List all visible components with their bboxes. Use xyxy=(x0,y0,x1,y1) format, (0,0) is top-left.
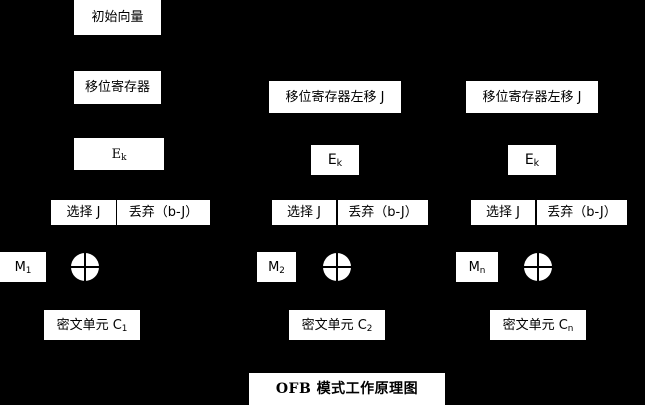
shift-register-label-2: 移位寄存器左移 J xyxy=(285,89,385,105)
discard-box-2: 丢弃（b-J） xyxy=(338,200,428,225)
shift-register-box-2: 移位寄存器左移 J xyxy=(269,81,401,113)
cipher-function-box-2: Ek xyxy=(311,145,359,175)
cipher-function-label-3: Ek xyxy=(524,152,540,170)
cipher-function-subscript-2: k xyxy=(336,158,343,170)
message-label-2: M2 xyxy=(268,259,285,276)
diagram-title: OFB 模式工作原理图 xyxy=(275,381,419,397)
select-box-2: 选择 J xyxy=(272,200,336,225)
ciphertext-label-3: 密文单元 Cn xyxy=(502,317,574,334)
cipher-function-label-2: Ek xyxy=(327,152,343,170)
ciphertext-box-2: 密文单元 C2 xyxy=(289,310,385,340)
ciphertext-box-1: 密文单元 C1 xyxy=(44,310,140,340)
xor-icon-3 xyxy=(524,253,552,281)
discard-box-3: 丢弃（b-J） xyxy=(537,200,627,225)
xor-icon-1 xyxy=(71,253,99,281)
cipher-function-subscript-1: k xyxy=(121,152,127,163)
diagram-title-box: OFB 模式工作原理图 xyxy=(249,373,445,405)
ciphertext-label-2: 密文单元 C2 xyxy=(301,317,373,334)
ciphertext-subscript-1: 1 xyxy=(121,323,128,334)
shift-register-label-3: 移位寄存器左移 J xyxy=(482,89,582,105)
discard-label-3: 丢弃（b-J） xyxy=(547,205,617,220)
ciphertext-subscript-3: n xyxy=(567,323,574,334)
message-subscript-3: n xyxy=(479,265,486,276)
message-label-3: Mn xyxy=(468,259,486,276)
message-subscript-1: 1 xyxy=(25,265,32,276)
discard-box-1: 丢弃（b-J） xyxy=(117,200,210,225)
message-box-3: Mn xyxy=(456,252,498,282)
cipher-function-box-1: Ek xyxy=(74,138,164,170)
select-box-1: 选择 J xyxy=(51,200,116,225)
initial-vector-label: 初始向量 xyxy=(91,10,144,25)
ciphertext-box-3: 密文单元 Cn xyxy=(490,310,586,340)
select-label-1: 选择 J xyxy=(66,205,101,220)
cipher-function-box-3: Ek xyxy=(508,145,556,175)
select-box-3: 选择 J xyxy=(471,200,535,225)
ciphertext-label-1: 密文单元 C1 xyxy=(56,317,128,334)
xor-icon-2 xyxy=(323,253,351,281)
discard-label-2: 丢弃（b-J） xyxy=(348,205,418,220)
shift-register-box-3: 移位寄存器左移 J xyxy=(466,81,598,113)
shift-register-box-1: 移位寄存器 xyxy=(74,71,161,104)
discard-label-1: 丢弃（b-J） xyxy=(128,205,199,220)
message-box-1: M1 xyxy=(0,252,46,282)
shift-register-label-1: 移位寄存器 xyxy=(84,80,150,95)
select-label-2: 选择 J xyxy=(287,205,321,220)
select-label-3: 选择 J xyxy=(486,205,520,220)
cipher-function-label-1: Ek xyxy=(111,146,127,163)
initial-vector-box: 初始向量 xyxy=(74,0,161,35)
message-label-1: M1 xyxy=(14,259,32,276)
message-subscript-2: 2 xyxy=(279,265,285,276)
message-box-2: M2 xyxy=(257,252,296,282)
cipher-function-subscript-3: k xyxy=(533,158,540,170)
ciphertext-subscript-2: 2 xyxy=(366,323,373,334)
